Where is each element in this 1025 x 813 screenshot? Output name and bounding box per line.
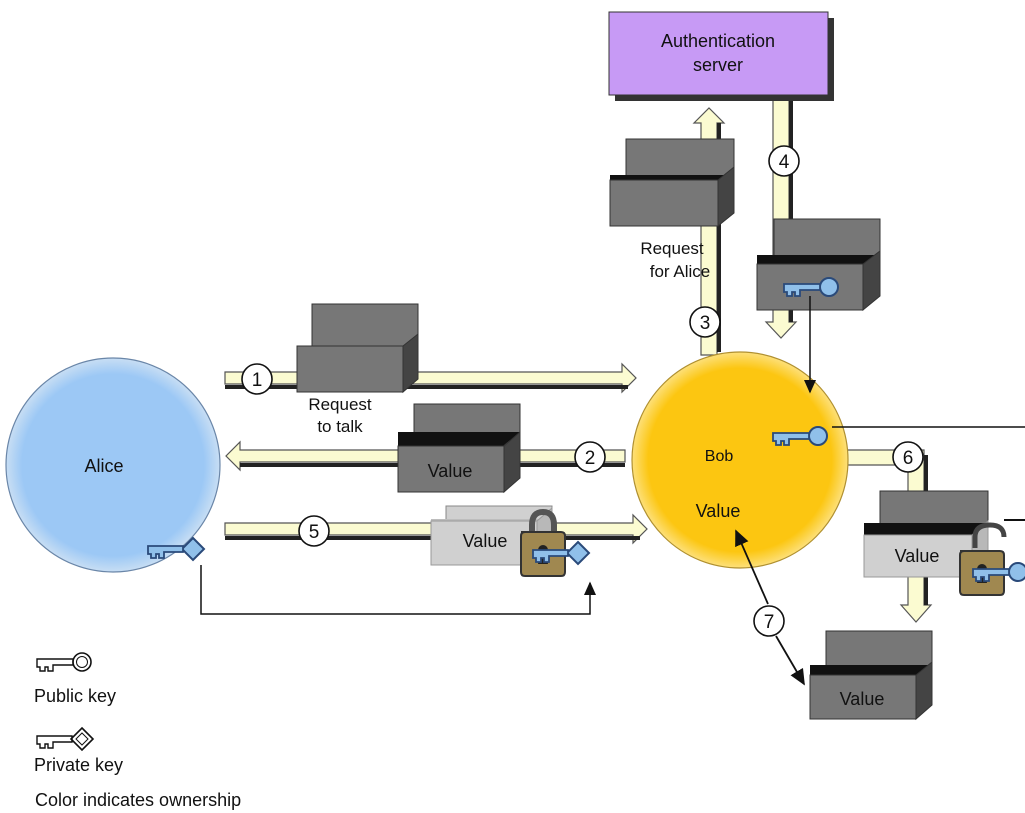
message-box-value-2: Value [397,403,521,494]
bob-value-label: Value [696,501,741,521]
step-6: 6 [892,441,924,473]
value-label-6: Value [895,546,940,566]
arrow-1-alice-to-bob [224,362,637,394]
step-5: 5 [298,515,330,547]
message-box-value-unlocked: Value [863,490,989,579]
svg-text:2: 2 [585,448,596,469]
value-label-7: Value [840,689,885,709]
step-3: 3 [689,306,721,338]
legend-public-key-icon [36,652,92,672]
request-for-alice-line2: for Alice [650,262,710,281]
server-label-line1: Authentication [661,31,775,51]
message-box-value-locked: Value [430,505,553,567]
message-box-public-key [756,218,881,312]
message-box-value-7: Value [809,630,933,721]
svg-text:6: 6 [903,448,914,469]
legend: Public key Private key Color indicates o… [34,652,241,810]
private-key-connector [200,565,596,615]
svg-text:3: 3 [700,313,711,334]
legend-ownership-note: Color indicates ownership [35,790,241,810]
legend-public-key-label: Public key [34,686,116,706]
value-label-5: Value [463,531,508,551]
authentication-server: Authentication server [608,11,834,101]
message-box-request-for-alice: Request for Alice [609,138,735,281]
message-box-request-to-talk: Request to talk [296,303,419,436]
svg-text:4: 4 [779,152,790,173]
step-2: 2 [574,441,606,473]
alice-node: Alice [5,357,221,573]
request-to-talk-line2: to talk [317,417,363,436]
svg-text:5: 5 [309,522,320,543]
padlock-icon-open [959,519,1025,596]
svg-text:7: 7 [764,612,775,633]
alice-label: Alice [84,456,123,476]
legend-private-key-icon [36,727,94,751]
request-for-alice-line1: Request [640,239,704,258]
arrow-7-to-value-box [775,635,805,686]
value-label-2: Value [428,461,473,481]
request-to-talk-line1: Request [308,395,372,414]
bob-node: Bob Value [631,351,849,569]
svg-text:1: 1 [252,370,263,391]
legend-private-key-label: Private key [34,755,123,775]
step-4: 4 [768,145,800,177]
padlock-icon-closed [520,508,590,577]
server-label-line2: server [693,55,743,75]
step-1: 1 [241,363,273,395]
step-7: 7 [753,605,785,637]
bob-label: Bob [705,448,734,465]
arrow-7-to-bob-value [735,529,769,605]
